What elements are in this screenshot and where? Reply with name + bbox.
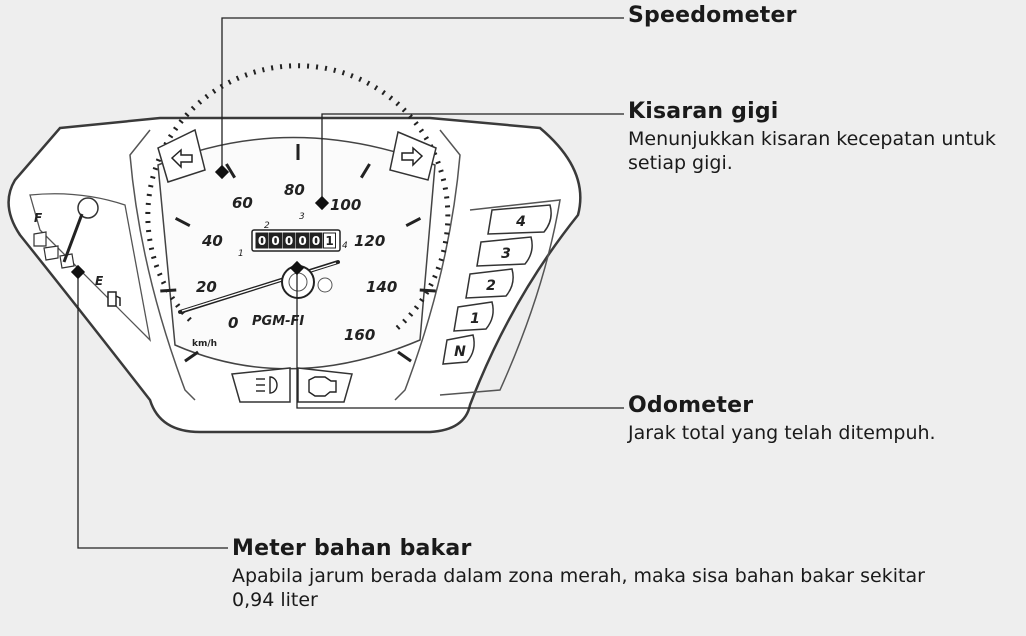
- gear-range-mark-4: 4: [342, 241, 348, 251]
- speed-label-100: 100: [330, 196, 361, 214]
- gear-range-title: Kisaran gigi: [628, 99, 779, 124]
- fuel-full-label: F: [34, 211, 43, 225]
- speed-labels: 0 20 40 60 80 100 120 140 160: [196, 181, 397, 344]
- gear-indicator-2: 2: [465, 268, 514, 299]
- speed-unit: km/h: [192, 339, 217, 349]
- gear-range-mark-1: 1: [238, 249, 244, 259]
- speed-label-160: 160: [344, 326, 375, 344]
- speed-label-40: 40: [201, 232, 223, 250]
- speedometer-callout: Speedometer: [628, 2, 797, 31]
- gear-indicators: 432 1N: [442, 204, 552, 365]
- speed-label-20: 20: [196, 278, 217, 296]
- gear-indicator-label: 3: [501, 246, 511, 262]
- gear-indicator-label: 1: [470, 311, 480, 327]
- gear-range-leader: [321, 113, 624, 203]
- gear-indicator-label: N: [454, 344, 466, 360]
- major-tick: [225, 163, 236, 179]
- major-ticks: [160, 144, 436, 363]
- brand-logo-text: PGM-FI: [252, 314, 304, 329]
- odometer-desc: Jarak total yang telah ditempuh.: [628, 421, 936, 444]
- major-tick: [360, 163, 371, 179]
- engine-check-icon: [297, 367, 353, 403]
- fuel-meter-leader: [77, 272, 228, 549]
- speed-label-140: 140: [366, 278, 397, 296]
- odometer-digit: 0: [285, 234, 293, 248]
- gear-indicator-1: 1: [453, 301, 494, 332]
- major-tick: [419, 288, 436, 293]
- major-tick: [160, 288, 177, 293]
- gear-range-mark-2: 2: [264, 221, 270, 231]
- major-tick: [184, 350, 199, 363]
- odometer-digit: 1: [325, 234, 333, 248]
- odometer-digit: 0: [298, 234, 306, 248]
- odometer-digit-cell: [323, 232, 336, 249]
- odometer-digit-cell: [282, 232, 296, 249]
- cluster-inner-left: [129, 129, 196, 401]
- leader-lines: [77, 17, 624, 549]
- gear-indicator-4: 4: [487, 204, 552, 235]
- odometer-digit: 0: [312, 234, 320, 248]
- speed-label-120: 120: [354, 232, 385, 250]
- odometer-digit-cell: [269, 232, 282, 249]
- gear-range-callout: Kisaran gigi Menunjukkan kisaran kecepat…: [628, 98, 1026, 176]
- reset-knob: [317, 277, 333, 293]
- odometer-digit-cell: [309, 232, 323, 249]
- major-tick: [174, 216, 191, 227]
- fuel-gauge: F E: [33, 197, 121, 307]
- fuel-empty-label: E: [95, 274, 104, 288]
- gear-indicator-label: 2: [486, 278, 496, 294]
- major-tick: [397, 350, 412, 363]
- left-turn-signal-icon: [157, 128, 206, 183]
- speed-label-60: 60: [232, 194, 253, 212]
- gear-range-mark-3: 3: [299, 212, 305, 222]
- odometer-digit: 0: [258, 234, 266, 248]
- gear-range-desc: Menunjukkan kisaran kecepatan untuk seti…: [628, 127, 996, 175]
- major-tick: [405, 216, 422, 227]
- gear-panel-outline: [439, 199, 561, 396]
- leader-endpoints: [70, 164, 330, 280]
- speedometer-title: Speedometer: [628, 3, 797, 28]
- right-turn-signal-icon: [389, 130, 437, 181]
- speed-scale-arc: [145, 63, 451, 332]
- high-beam-icon: [231, 367, 291, 403]
- odometer-callout: Odometer Jarak total yang telah ditempuh…: [628, 392, 1026, 445]
- gear-indicator-label: 4: [515, 214, 526, 230]
- fuel-meter-title: Meter bahan bakar: [232, 536, 472, 561]
- fuel-needle: [62, 213, 84, 263]
- gear-indicator-n: N: [442, 334, 475, 365]
- gear-indicator-3: 3: [476, 236, 533, 267]
- speed-label-80: 80: [284, 181, 305, 199]
- odometer-title: Odometer: [628, 393, 754, 418]
- speed-label-0: 0: [228, 314, 238, 332]
- fuel-pump-icon: [107, 291, 121, 307]
- odometer-digit: 0: [271, 234, 279, 248]
- odometer-leader: [296, 268, 624, 409]
- cluster-inner-right: [394, 129, 461, 401]
- odometer-digit-cell: [296, 232, 309, 249]
- fuel-meter-desc: Apabila jarum berada dalam zona merah, m…: [232, 564, 925, 612]
- speedometer-leader: [221, 17, 624, 172]
- odometer-digit-cell: [255, 232, 269, 249]
- fuel-meter-callout: Meter bahan bakar Apabila jarum berada d…: [232, 535, 972, 613]
- dial-face: [157, 136, 436, 370]
